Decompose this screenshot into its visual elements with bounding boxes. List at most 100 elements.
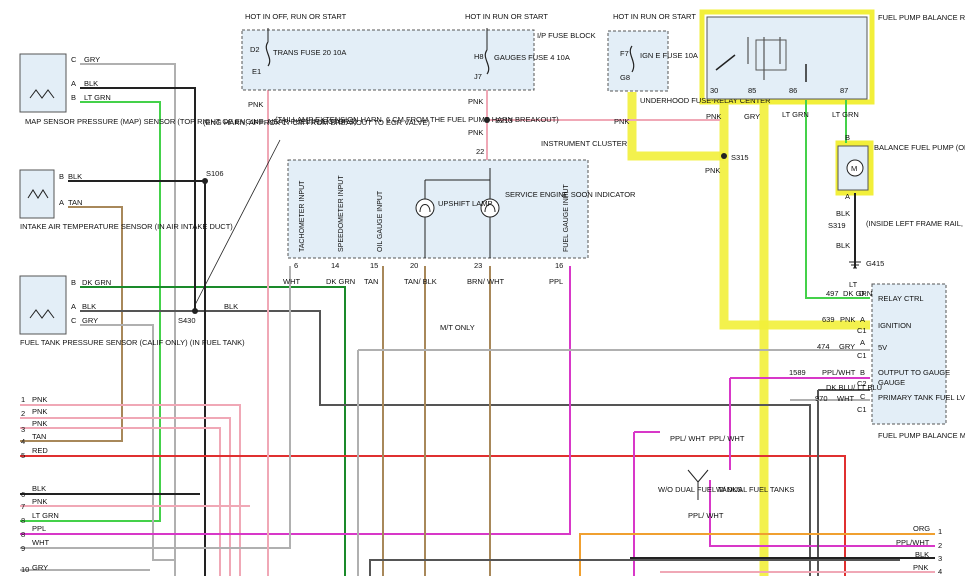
right-wire-3: BLK (915, 550, 929, 559)
pnk-s213-label: PNK (468, 128, 483, 137)
underhood-fuse-label: IGN E FUSE 10A (640, 51, 698, 60)
pump-motor-m: M (851, 164, 857, 173)
ses-indicator-label: SERVICE ENGINE SOON INDICATOR (505, 190, 636, 199)
splice-s213: S213 (495, 116, 513, 125)
speedo-input-label: SPEEDOMETER INPUT (338, 175, 345, 252)
left-pin-5: 5 (21, 451, 25, 460)
ftp-wire-c: GRY (82, 316, 98, 325)
ground-splice: S319 (828, 221, 846, 230)
trans-fuse-pin-top: D2 (250, 45, 260, 54)
relay-pin-87: 87 (840, 86, 848, 95)
module-label: FUEL PUMP BALANCE MODULE (INSIDE LEFT SI… (878, 431, 965, 440)
module-5v-wire: GRY (839, 342, 855, 351)
splice-s106: S106 (206, 169, 224, 178)
module-primary-connector: C1 (857, 405, 867, 414)
map-sensor (19, 53, 67, 113)
ppl-wht-right-label: PPL/ WHT (709, 434, 745, 443)
ppl-wht-left-label: PPL/ WHT (670, 434, 706, 443)
left-pin-2: 2 (21, 409, 25, 418)
iat-wire-a: TAN (68, 198, 82, 207)
left-pin-6: 6 (21, 490, 25, 499)
taillamp-pointer (194, 139, 281, 306)
module-output-wire: PPL/WHT (822, 368, 856, 377)
ftp-wire-b: DK GRN (82, 278, 111, 287)
left-pin-3: 3 (21, 425, 25, 434)
map-wire-c: GRY (84, 55, 100, 64)
right-connector: ORG 1 PPL/WHT 2 BLK 3 PNK 4 (896, 524, 942, 576)
module-relay-ctrl-circuit: 497 (826, 289, 839, 298)
map-pin-a: A (71, 79, 76, 88)
module-ignition-connector: C1 (857, 326, 867, 335)
upshift-pin: 20 (410, 261, 418, 270)
module-5v-name: 5V (878, 343, 887, 352)
left-wire-1: PNK (32, 395, 47, 404)
iat-wire-b: BLK (68, 172, 82, 181)
map-sensor-resistor (29, 89, 55, 99)
left-wire-6: BLK (32, 484, 46, 493)
taillamp-note: (TAILLAMP EXTENSION HARN, 6 CM FROM THE … (275, 115, 559, 124)
ground-wire-lower: BLK (836, 241, 850, 250)
speedo-wire: DK GRN (326, 277, 355, 286)
trans-fuse-label: TRANS FUSE 20 10A (273, 48, 346, 57)
pnk-s315-label: PNK (705, 166, 720, 175)
wires (20, 63, 935, 576)
splice-s430-dot (192, 308, 198, 314)
left-wire-8b: PPL (32, 524, 46, 533)
left-wire-4: TAN (32, 432, 46, 441)
ftp-sensor-label: FUEL TANK PRESSURE SENSOR (CALIF ONLY) (… (20, 338, 245, 347)
module-ignition-pin: A (860, 315, 865, 324)
ftp-pin-b: B (71, 278, 76, 287)
left-wire-9: WHT (32, 538, 49, 547)
left-pin-4: 4 (21, 437, 25, 446)
speedo-pin: 14 (331, 261, 339, 270)
map-pin-c: C (71, 55, 77, 64)
wo-dual-tanks-label: W/O DUAL FUEL TANKS (658, 485, 742, 494)
relay-wire-87: LT GRN (832, 110, 859, 119)
splice-s106-dot (202, 178, 208, 184)
module-5v-circuit: 474 (817, 342, 830, 351)
ip-fuse-block-label: I/P FUSE BLOCK (537, 31, 596, 40)
module-primary-wire: WHT (837, 394, 854, 403)
right-pin-1: 1 (938, 527, 942, 536)
module-primary-pin: C (860, 392, 866, 401)
hot-run-start-label-right: HOT IN RUN OR START (613, 12, 696, 21)
iat-sensor (19, 169, 55, 219)
tach-wire: WHT (283, 277, 300, 286)
ses-lamp-filament (484, 204, 496, 213)
hot-off-run-start-label: HOT IN OFF, RUN OR START (245, 12, 347, 21)
blk-s430-label: BLK (224, 302, 238, 311)
left-wire-3: PNK (32, 419, 47, 428)
fuel-pump-balance-relay (706, 16, 868, 100)
splice-s106-desc: (ENG HARN, APPROX 17 CM FROM BREAKOUT TO… (203, 118, 430, 127)
left-connector: 1 PNK 2 PNK 3 PNK 4 TAN 5 RED 6 BLK 7 PN… (21, 395, 59, 574)
oil-wire: TAN (364, 277, 378, 286)
fuel-pump-balance-module (871, 283, 947, 425)
right-pin-4: 4 (938, 567, 942, 576)
module-5v-pin: A (860, 338, 865, 347)
ground-splice-desc: (INSIDE LEFT FRAME RAIL, NEAR REAR CROSS… (866, 219, 965, 228)
left-wire-5: RED (32, 446, 48, 455)
left-pin-9: 9 (21, 544, 25, 553)
upshift-lamp-icon (415, 198, 435, 218)
hot-run-start-label-mid: HOT IN RUN OR START (465, 12, 548, 21)
right-pin-2: 2 (938, 541, 942, 550)
module-relay-ctrl-wire: DK GRN (843, 289, 872, 298)
trans-fuse-symbol (265, 41, 271, 67)
iat-sensor-label: INTAKE AIR TEMPERATURE SENSOR (IN AIR IN… (20, 222, 233, 231)
relay-pin-85: 85 (748, 86, 756, 95)
relay-pin-30: 30 (710, 86, 718, 95)
module-relay-ctrl-pin: D (859, 289, 865, 298)
module-ignition-wire: PNK (840, 315, 855, 324)
left-pin-8b: 8 (21, 530, 25, 539)
map-wire-a: BLK (84, 79, 98, 88)
module-relay-ctrl-name: RELAY CTRL (878, 294, 924, 303)
pump-pin-a: A (845, 192, 850, 201)
module-5v-connector: C1 (857, 351, 867, 360)
ftp-pin-a: A (71, 302, 76, 311)
pump-pin-b: B (845, 133, 850, 142)
cluster-feed-pin: 22 (476, 147, 484, 156)
ses-wire: BRN/ WHT (467, 277, 504, 286)
upshift-lamp-filament (419, 204, 431, 213)
relay-coil-box (755, 39, 787, 71)
